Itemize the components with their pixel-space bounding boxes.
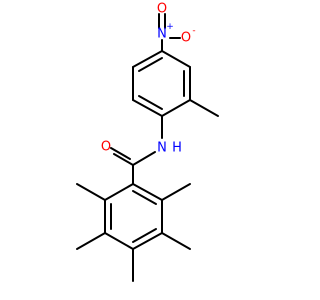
- bond-ring1-f: [132, 50, 163, 68]
- atom-carbonyl-o: O: [101, 140, 111, 155]
- bond-ring2-a: [132, 183, 163, 201]
- charge-nitro-o-right: -: [192, 26, 195, 36]
- bond-ring2-f: [104, 183, 134, 201]
- bond-carbonyl-c-o: [113, 153, 134, 166]
- bond-ring1-c: [161, 99, 191, 117]
- atom-labels-layer: N + O O - N H O: [101, 2, 196, 156]
- bond-ring2-c: [132, 232, 163, 250]
- bond-carbonyl-c-o-2: [110, 147, 131, 160]
- bond-ring2-a-inner: [132, 190, 157, 205]
- bond-ring2-c-inner: [132, 228, 157, 243]
- molecule-structure: N + O O - N H O: [76, 2, 219, 282]
- bond-ring1-d: [132, 99, 163, 117]
- bond-ring1-f-inner: [138, 57, 163, 72]
- bonds-layer: [76, 13, 219, 282]
- bond-methyl-ring2-1: [161, 183, 191, 201]
- bond-methyl-ring2-5: [76, 183, 106, 201]
- bond-methyl-top: [189, 99, 219, 117]
- bond-ring1-a: [161, 50, 191, 68]
- bond-methyl-ring2-2: [161, 232, 191, 250]
- atom-nitro-o-right: O: [181, 31, 191, 46]
- bond-ring2-d: [104, 232, 134, 250]
- bond-amide-n-carbonyl-c: [132, 151, 156, 166]
- atom-nitro-n: N: [157, 27, 167, 42]
- charge-nitro-n: +: [166, 22, 174, 32]
- bond-ring1-d-inner: [138, 95, 163, 110]
- atom-amide-h: H: [172, 141, 182, 156]
- bond-methyl-ring2-4: [76, 232, 106, 250]
- atom-amide-n: N: [157, 141, 167, 156]
- atom-nitro-o-top: O: [157, 2, 167, 17]
